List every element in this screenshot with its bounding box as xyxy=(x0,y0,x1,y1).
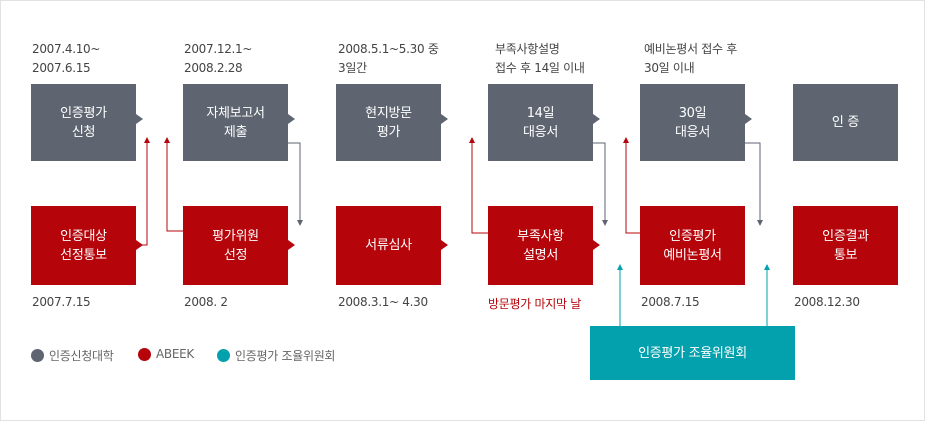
step-result-notice: 인증결과 통보 xyxy=(793,206,898,285)
date-step-2: 2007.12.1~ 2008.2.28 xyxy=(184,42,253,75)
legend-label-university: 인증신청대학 xyxy=(49,349,114,363)
date-step-5: 예비논평서 접수 후 30일 이내 xyxy=(644,42,737,75)
date-step-1: 2007.4.10~ 2007.6.15 xyxy=(32,42,101,75)
step-14day-response: 14일 대응서 xyxy=(488,84,593,161)
coordination-committee: 인증평가 조율위원회 xyxy=(590,326,795,380)
step-preliminary-review: 인증평가 예비논평서 xyxy=(640,206,745,285)
note-step-2: 2008. 2 xyxy=(184,295,228,309)
connector-response30-down xyxy=(744,142,763,226)
connector-response14-down xyxy=(592,142,608,226)
box-pointer-triangles xyxy=(136,114,752,250)
step-deficiency-statement: 부족사항 설명서 xyxy=(488,206,593,285)
connector-notice-to-application xyxy=(138,137,150,246)
step-selection-notice: 인증대상 선정통보 xyxy=(31,206,136,285)
legend-label-committee: 인증평가 조율위원회 xyxy=(235,349,336,363)
legend-dot-red xyxy=(138,347,151,361)
date-step-3: 2008.5.1~5.30 중 3일간 xyxy=(338,42,439,75)
legend-dot-gray xyxy=(31,349,44,362)
step-reviewer-selection: 평가위원 선정 xyxy=(183,206,288,285)
date-step-4: 부족사항설명 접수 후 14일 이내 xyxy=(495,42,585,75)
step-document-review: 서류심사 xyxy=(336,206,441,285)
connector-deficiency-to-response xyxy=(469,137,489,234)
note-step-3: 2008.3.1~ 4.30 xyxy=(338,295,428,309)
step-self-report: 자체보고서 제출 xyxy=(183,84,288,161)
note-step-6: 2008.12.30 xyxy=(794,295,860,309)
note-step-5: 2008.7.15 xyxy=(641,295,700,309)
legend-dot-teal xyxy=(217,349,230,362)
connector-preliminary-to-response30 xyxy=(623,137,642,234)
note-step-4: 방문평가 마지막 날 xyxy=(488,297,581,311)
legend-abeek: ABEEK xyxy=(138,347,194,361)
connector-report-to-review xyxy=(286,142,303,226)
legend-university: 인증신청대학 xyxy=(31,347,114,364)
connector-reviewer-to-report xyxy=(164,137,183,232)
legend-label-abeek: ABEEK xyxy=(156,347,194,361)
step-application: 인증평가 신청 xyxy=(31,84,136,161)
note-step-1: 2007.7.15 xyxy=(32,295,91,309)
step-30day-response: 30일 대응서 xyxy=(640,84,745,161)
step-accreditation: 인 증 xyxy=(793,84,898,161)
step-site-visit: 현지방문 평가 xyxy=(336,84,441,161)
legend-committee: 인증평가 조율위원회 xyxy=(217,347,335,364)
